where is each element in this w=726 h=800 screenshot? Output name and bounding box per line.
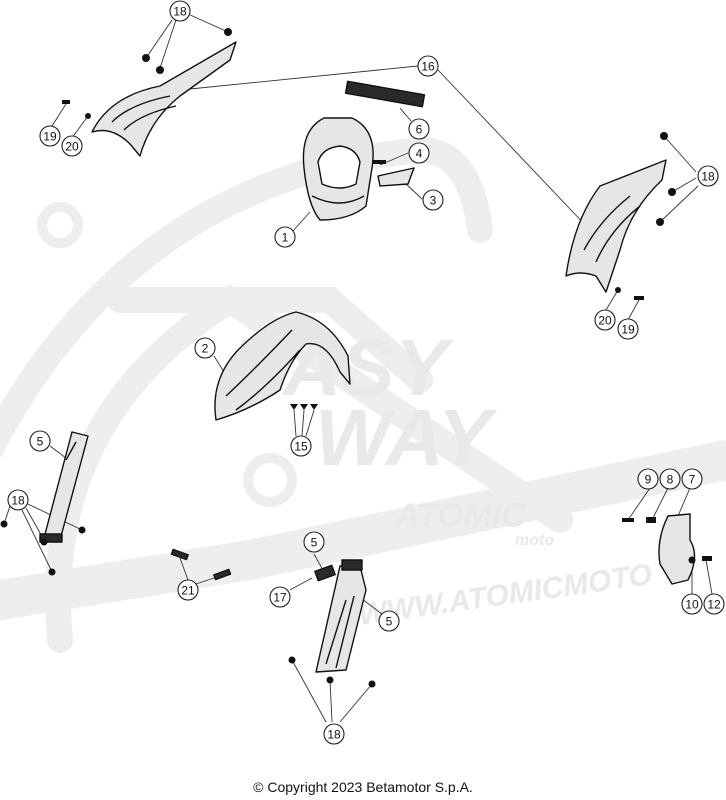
callout-5: 5 (378, 610, 400, 632)
callout-5: 5 (29, 430, 51, 452)
callout-4: 4 (408, 142, 430, 164)
callout-20: 20 (594, 309, 616, 331)
callout-label: 2 (202, 342, 209, 356)
callout-17: 17 (269, 586, 291, 608)
bolt-icon (656, 218, 664, 226)
bolt-icon (142, 54, 150, 62)
callout-label: 18 (11, 494, 25, 508)
bolt-icon (660, 132, 668, 140)
callout-label: 3 (430, 194, 437, 208)
washer-icon (688, 556, 696, 564)
brake-disc-guard (622, 513, 712, 585)
callout-label: 19 (621, 323, 635, 337)
callout-label: 20 (598, 314, 612, 328)
callout-19: 19 (39, 125, 61, 147)
callout-label: 20 (65, 140, 79, 154)
bolt-icon (224, 28, 232, 36)
callout-18: 18 (323, 723, 345, 745)
callout-10: 10 (681, 593, 703, 615)
bolt-icon (48, 568, 56, 576)
callout-12: 12 (703, 593, 725, 615)
fork-guard-left (0, 431, 89, 576)
screw-icon (62, 100, 70, 104)
fork-guard-right (288, 559, 376, 688)
bolt-icon (78, 526, 86, 534)
bolt-icon (156, 66, 164, 74)
callout-label: 9 (645, 473, 652, 487)
bolt-icon (0, 520, 8, 528)
callout-label: 5 (37, 435, 44, 449)
callout-5: 5 (303, 531, 325, 553)
screw-icon (702, 556, 712, 561)
watermark-brand: ATOMIC (394, 497, 526, 535)
callout-label: 18 (701, 170, 715, 184)
callout-label: 4 (416, 147, 423, 161)
radiator-scoop-right (565, 132, 676, 300)
headlight-bracket (344, 80, 426, 108)
callout-label: 18 (327, 728, 341, 742)
callout-21: 21 (177, 579, 199, 601)
callout-18: 18 (169, 0, 191, 22)
callout-label: 12 (707, 598, 721, 612)
washer-icon (85, 113, 91, 119)
adhesive-pads (170, 548, 232, 581)
callout-1: 1 (274, 226, 296, 248)
screw-icon (634, 296, 644, 300)
bolt-icon (288, 656, 296, 664)
callout-15: 15 (290, 435, 312, 457)
callout-6: 6 (408, 118, 430, 140)
watermark-text-way: WAY (315, 393, 498, 482)
callout-label: 18 (173, 5, 187, 19)
callout-label: 7 (689, 473, 696, 487)
callout-7: 7 (681, 468, 703, 490)
callout-8: 8 (659, 468, 681, 490)
radiator-scoop-left (62, 28, 237, 157)
callout-label: 19 (43, 130, 57, 144)
callout-3: 3 (422, 189, 444, 211)
callout-2: 2 (194, 337, 216, 359)
parts (0, 28, 712, 688)
bolt-icon (290, 404, 298, 410)
bolt-icon (300, 404, 308, 410)
callout-label: 8 (667, 473, 674, 487)
bolt-icon (668, 188, 676, 196)
callout-19: 19 (617, 318, 639, 340)
bolt-icon (40, 538, 48, 546)
callout-label: 6 (416, 123, 423, 137)
callout-18: 18 (7, 489, 29, 511)
bolt-icon (326, 676, 334, 684)
callout-label: 5 (386, 615, 393, 629)
bolt-icon (310, 404, 318, 410)
bolt-icon (368, 680, 376, 688)
bracket-plate (377, 167, 415, 187)
callout-18: 18 (697, 165, 719, 187)
screw-icon (622, 518, 634, 522)
leader-lines (3, 13, 713, 723)
callout-16: 16 (417, 55, 439, 77)
watermark-url: WWW.ATOMICMOTO (356, 558, 654, 632)
callout-label: 16 (421, 60, 435, 74)
copyright-text: © Copyright 2023 Betamotor S.p.A. (253, 779, 473, 795)
callout-label: 21 (181, 584, 195, 598)
guard-clip (314, 564, 336, 582)
headlight-mask (302, 80, 426, 221)
watermark-brand-sub: moto (515, 532, 554, 549)
callout-label: 5 (311, 536, 318, 550)
washer-icon (615, 287, 621, 293)
front-fender (214, 311, 351, 421)
callout-20: 20 (61, 135, 83, 157)
callout-label: 10 (685, 598, 699, 612)
spacer-icon (646, 517, 656, 523)
callout-label: 15 (294, 440, 308, 454)
callout-9: 9 (637, 468, 659, 490)
callout-label: 1 (282, 231, 289, 245)
screw-icon (372, 160, 386, 164)
callout-label: 17 (273, 591, 287, 605)
